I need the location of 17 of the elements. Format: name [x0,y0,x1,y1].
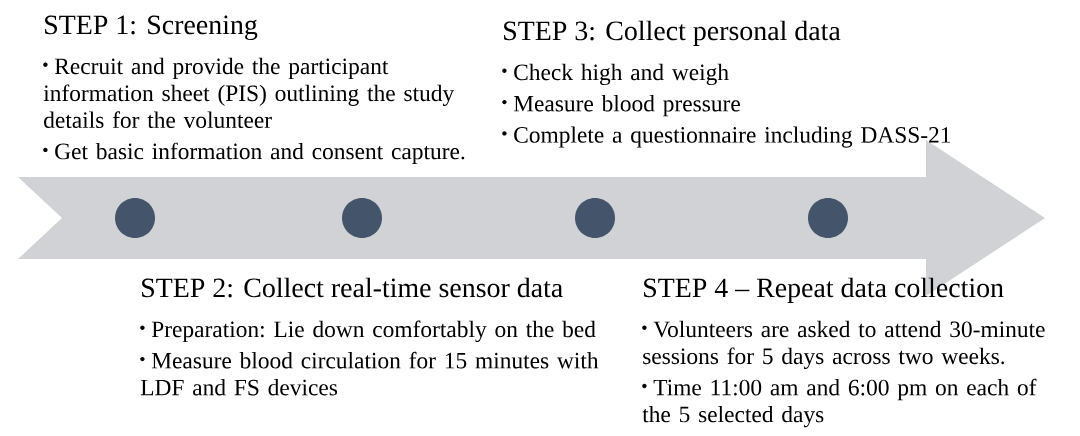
timeline-dot [342,198,382,238]
bullet-item: Recruit and provide the participant information sheet (PIS) outlining the study details for the volunteer [43,57,455,129]
bullet-item: Complete a questionnaire including DASS-21 [502,126,951,148]
bullet-item: Measure blood pressure [502,95,740,117]
step-heading: STEP 3: Collect personal data [504,20,841,46]
bullet-item: Time 11:00 am and 6:00 pm on each of the 5 selected days [642,378,1037,428]
timeline-dot [808,198,848,238]
bullet-item: Volunteers are asked to attend 30-minute sessions for 5 days across two weeks. [642,320,1045,369]
timeline-dot [575,198,615,238]
bullet-item: Get basic information and consent capture. [43,142,465,165]
step-heading: STEP 1: Screening [45,15,258,40]
bullet-item: Preparation: Lie down comfortably on the bed [140,320,596,343]
bullet-item: Check high and weigh [502,63,729,86]
step-heading: STEP 2: Collect real-time sensor data [142,277,563,298]
bullet-item: Measure blood circulation for 15 minutes with LDF and FS devices [140,351,599,396]
step-heading: STEP 4 – Repeat data collection [644,277,1004,303]
timeline-dot [115,198,155,238]
